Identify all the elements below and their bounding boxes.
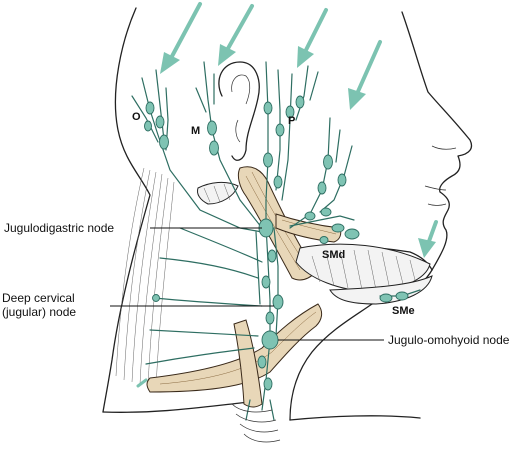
ear [218,61,260,161]
lymph-node [261,275,271,289]
lymph-node [285,105,295,119]
text-labels: Jugulodigastric node Deep cervical (jugu… [2,111,510,347]
drainage-arrows [136,2,438,388]
arrow-facial [348,40,382,110]
neck-muscle-hatching [115,167,175,389]
arrow-lower-neck [136,378,148,388]
lymph-node [263,152,273,168]
lymph-node [263,377,273,391]
lymph-node [257,355,267,369]
lymph-node [265,311,275,325]
lymph-node [144,120,152,132]
lymph-node [155,115,165,129]
lymph-node [263,101,273,115]
leader-lines [110,227,384,341]
lymph-node [207,120,217,136]
lymph-node [295,95,305,109]
lymph-node [304,211,316,221]
lymph-node [275,123,285,137]
label-jugulodigastric-node: Jugulodigastric node [4,221,114,235]
tag-occipital: O [132,111,141,123]
lymph-node [152,294,160,302]
lymph-node [344,228,360,240]
head-outline [102,7,473,421]
jugulo-omohyoid-node [261,330,279,350]
lymph-node [379,293,393,303]
deep-cervical-node [272,294,284,310]
lymph-node [331,223,345,233]
base-structures [231,403,281,443]
arrow-occipital [160,2,202,74]
lymph-node [159,134,169,150]
tag-submental: SMe [392,305,415,317]
arrow-mastoid [218,4,254,66]
lymph-node [267,249,277,263]
lymph-node [395,291,409,301]
lymph-node [273,175,283,189]
lymph-node [209,140,219,156]
label-deep-cervical-line1: Deep cervical [2,291,75,305]
label-jugulo-omohyoid-node: Jugulo-omohyoid node [388,333,510,347]
lymph-node [319,236,329,244]
lymph-node [323,154,333,170]
glands [197,181,433,305]
lymph-node [145,101,155,115]
tag-mastoid: M [191,125,200,137]
arrow-submental [418,220,438,258]
label-deep-cervical-line2: (jugular) node [2,305,76,319]
tag-parotid: P [288,115,295,127]
lymph-node [337,173,347,187]
tag-submandibular: SMd [322,249,345,261]
arrow-parotid [297,8,328,68]
lymph-nodes [144,95,409,391]
lymph-node [320,207,332,217]
muscles [146,166,342,408]
lymph-node [317,181,327,195]
